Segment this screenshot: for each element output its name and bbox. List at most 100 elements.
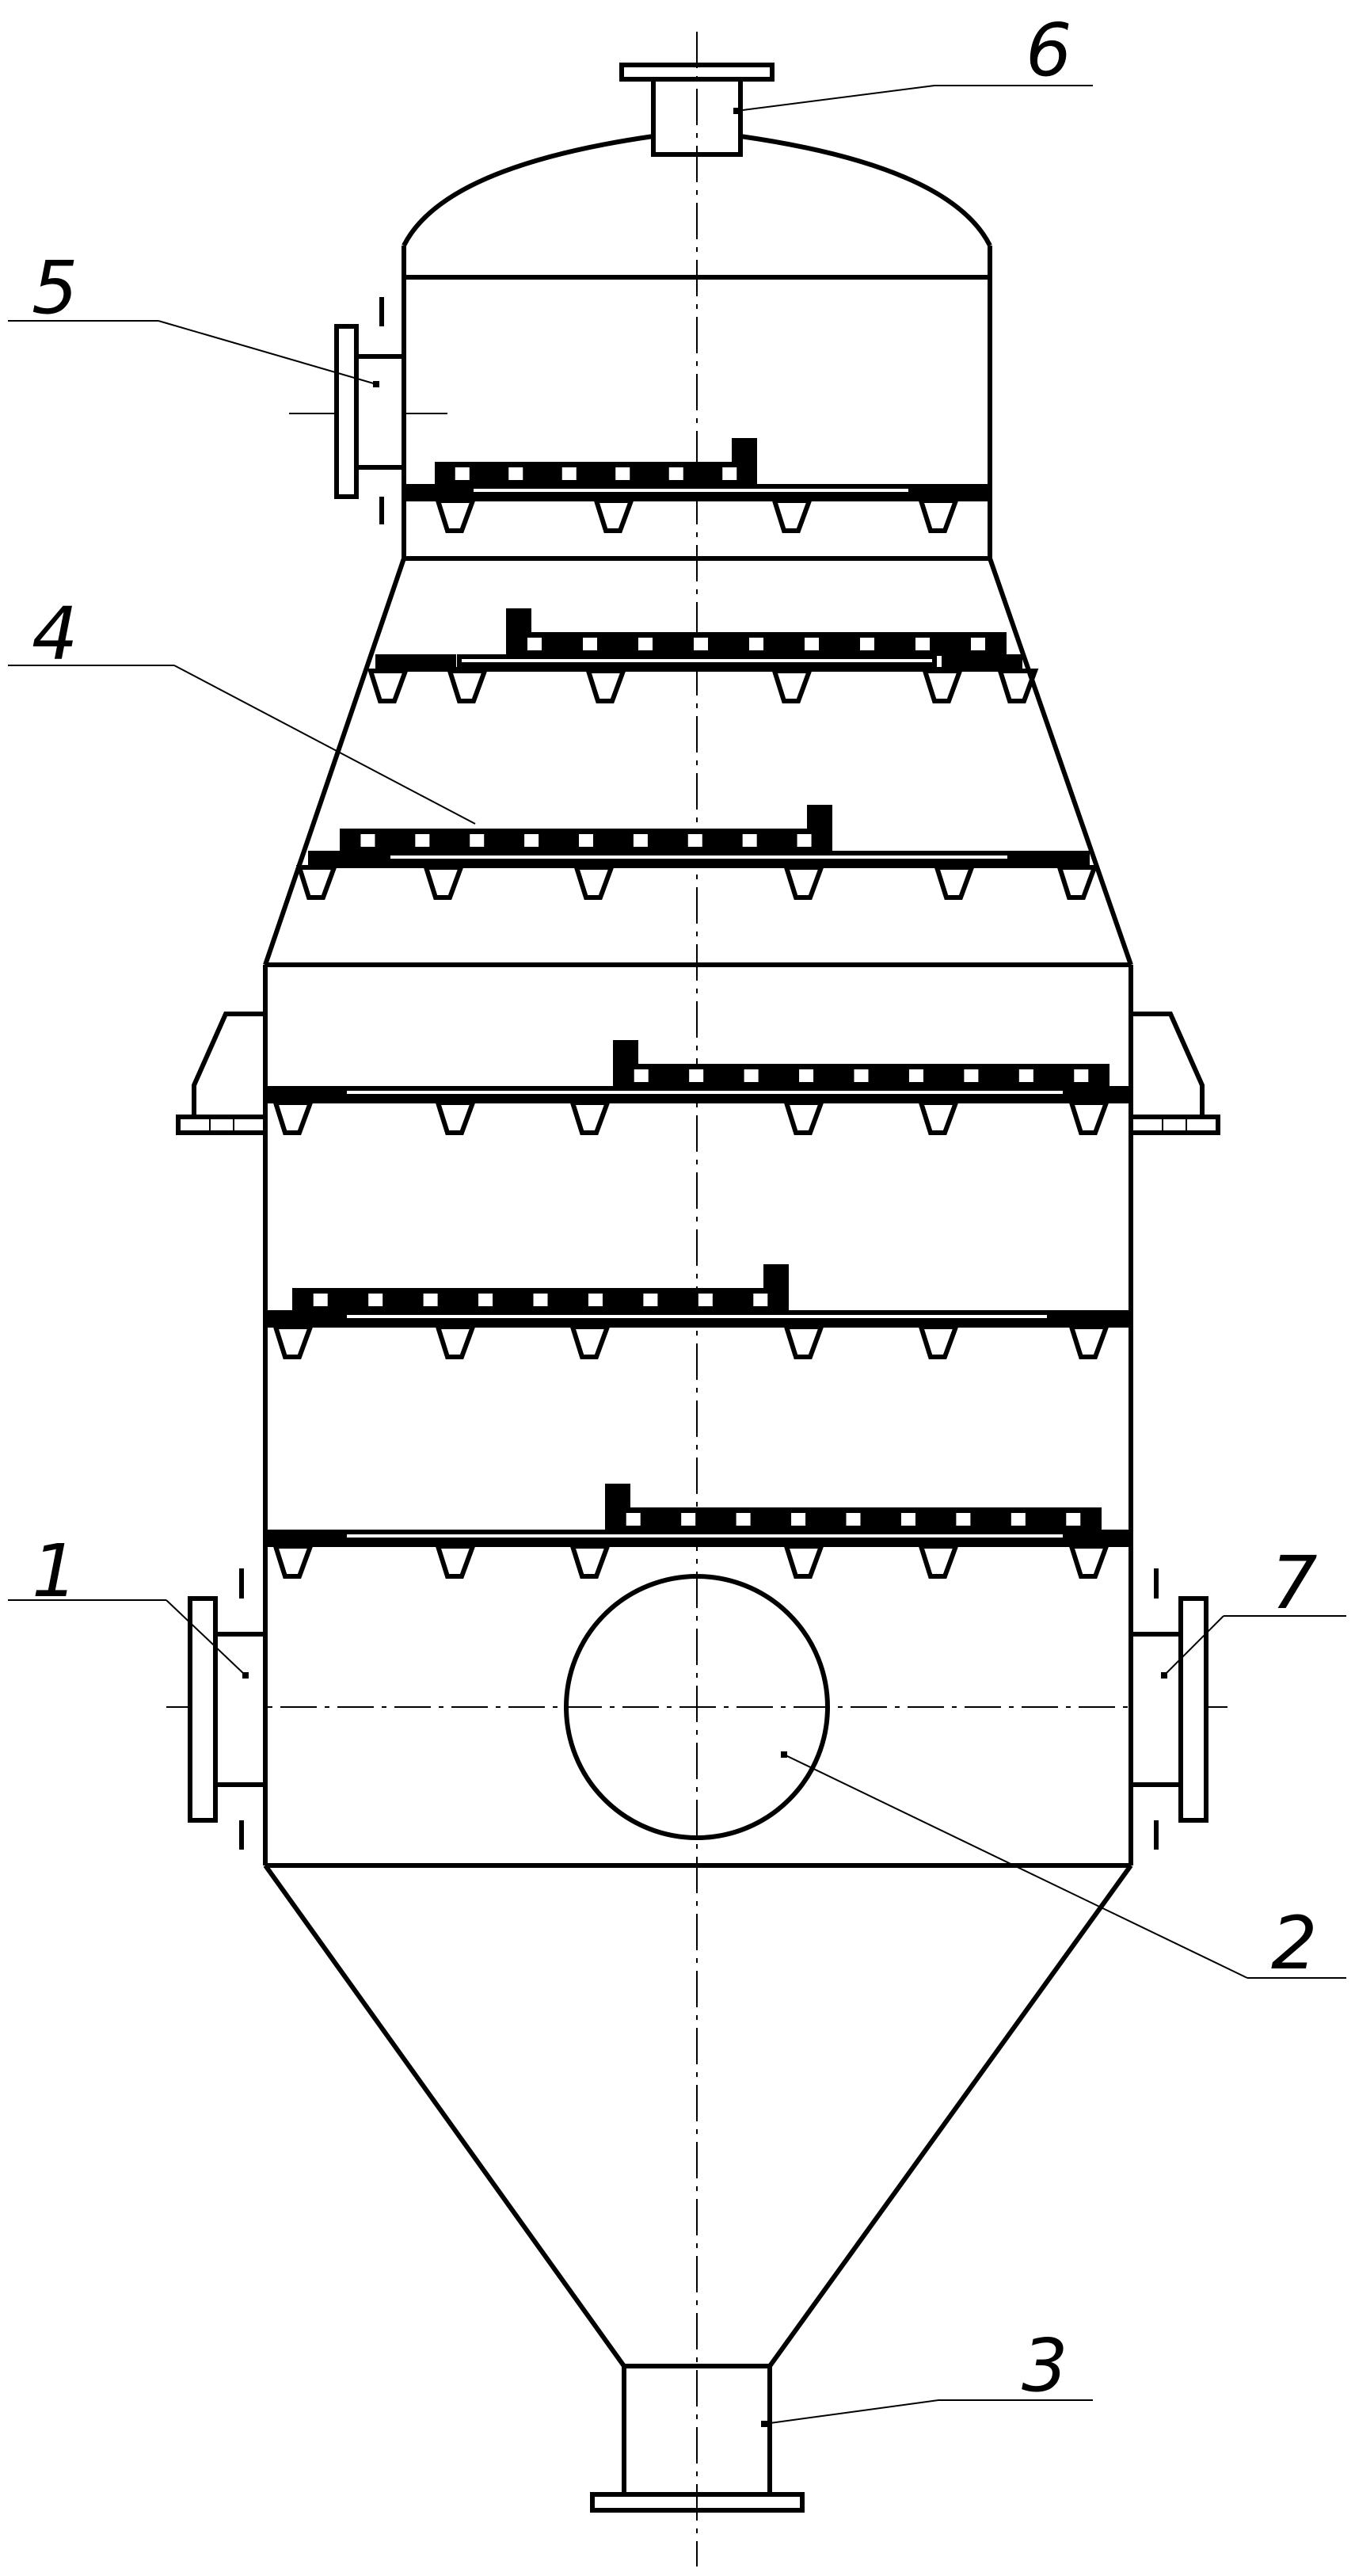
tray-6-plate (342, 1530, 1068, 1542)
tray-2-foot (446, 669, 489, 703)
tray-4-hole (744, 1069, 759, 1082)
tray-stack (265, 438, 1132, 1579)
tray-2-support-ring-left (375, 654, 456, 669)
tray-1-weir (732, 438, 757, 465)
tray-6-foot (782, 1544, 825, 1579)
tray-5-hole (313, 1294, 328, 1306)
tray-1-foot (592, 498, 635, 533)
tray-2-support-ring-right (942, 654, 1022, 669)
tray-5-foot (434, 1324, 477, 1359)
callout-4-label: 4 (32, 592, 78, 676)
tray-3-hole (360, 834, 375, 847)
tray-5-hole (423, 1294, 438, 1306)
tray-6-hole (956, 1513, 971, 1526)
tray-2-hole (527, 638, 542, 650)
tray-2-hole (805, 638, 819, 650)
bottom-cone (263, 1864, 1133, 2368)
tray-5-foot (272, 1324, 314, 1359)
tray-6-hole (626, 1513, 641, 1526)
bottom-nozzle (590, 2364, 805, 2513)
tray-1-hole (561, 467, 577, 480)
top-nozzle (619, 63, 775, 157)
tray-3-foot (422, 865, 465, 900)
tray-5-foot (569, 1324, 611, 1359)
tray-3-hole (687, 834, 702, 847)
side-nozzle-5 (334, 297, 406, 524)
tray-3-foot (933, 865, 976, 900)
tray-3-hole (579, 834, 593, 847)
tray-2-hole (971, 638, 985, 650)
tray-6-hole (736, 1513, 751, 1526)
tray-4-foot (782, 1100, 825, 1135)
tray-6-weir (605, 1484, 630, 1511)
tray-2-hole (694, 638, 708, 650)
tray-1-foot (771, 498, 813, 533)
tray-5-hole (753, 1294, 768, 1306)
tray-3-hole (633, 834, 648, 847)
tray-4-weir (613, 1040, 638, 1067)
tray-6-hole (791, 1513, 806, 1526)
tray-2-hole (860, 638, 874, 650)
tray-2-hole (638, 638, 653, 650)
tray-5-hole (588, 1294, 603, 1306)
tray-5-foot (782, 1324, 825, 1359)
tray-5-support-ring-right (1051, 1310, 1132, 1324)
callout-6-label: 6 (1026, 8, 1072, 93)
tray-3-foot (782, 865, 825, 900)
conical-expansion-shell (263, 558, 1133, 967)
tray-3-hole (797, 834, 812, 847)
tray-6-support-ring-left (265, 1530, 345, 1544)
tray-3-foot (295, 865, 338, 900)
tray-4-foot (569, 1100, 611, 1135)
tray-4-plate (342, 1086, 1068, 1099)
tray-4-hole (634, 1069, 649, 1082)
side-nozzle-1 (188, 1568, 268, 1850)
callout-3-label: 3 (1022, 2323, 1068, 2408)
leader-lines (8, 85, 1346, 2425)
tray-5-hole (478, 1294, 493, 1306)
callout-5-label: 5 (32, 246, 78, 330)
tray-4-foot (917, 1100, 960, 1135)
callout-1-label: 1 (32, 1529, 78, 1614)
tray-2-hole (583, 638, 597, 650)
tray-5-plate (342, 1310, 1052, 1323)
tray-3-hole (470, 834, 485, 847)
tray-2-plate (457, 654, 937, 667)
tray-3-hole (415, 834, 430, 847)
tray-5-foot (1068, 1324, 1110, 1359)
tray-6-hole (1066, 1513, 1081, 1526)
tray-6-hole (846, 1513, 861, 1526)
tray-6-hole (1011, 1513, 1026, 1526)
tray-4-foot (272, 1100, 314, 1135)
tray-2-hole (915, 638, 930, 650)
tray-1-support-ring-right (910, 484, 991, 498)
tray-6-foot (272, 1544, 314, 1579)
tray-4-hole (964, 1069, 979, 1082)
tray-2-foot (921, 669, 964, 703)
tray-4-support-ring-left (265, 1086, 345, 1100)
tray-3-support-ring-left (308, 851, 389, 865)
leader-dots (242, 108, 1167, 2427)
tray-4-foot (1068, 1100, 1110, 1135)
tray-1-foot (434, 498, 477, 533)
tray-1-hole (722, 467, 737, 480)
tray-5-hole (643, 1294, 658, 1306)
tray-3-foot (1056, 865, 1098, 900)
tray-1-hole (668, 467, 683, 480)
tray-3-weir (807, 805, 832, 832)
tray-5-hole (368, 1294, 383, 1306)
tray-4-hole (1074, 1069, 1089, 1082)
tray-6-hole (681, 1513, 696, 1526)
tray-6-foot (1068, 1544, 1110, 1579)
tray-6-foot (434, 1544, 477, 1579)
tray-5-hole (698, 1294, 713, 1306)
tray-5-weir (763, 1264, 789, 1291)
side-nozzle-7 (1129, 1568, 1208, 1850)
dome-right (740, 134, 992, 247)
tray-1-foot (917, 498, 960, 533)
tray-3-foot (573, 865, 615, 900)
tray-5-hole (533, 1294, 548, 1306)
support-lug-left (176, 1012, 268, 1135)
tray-4-hole (908, 1069, 923, 1082)
